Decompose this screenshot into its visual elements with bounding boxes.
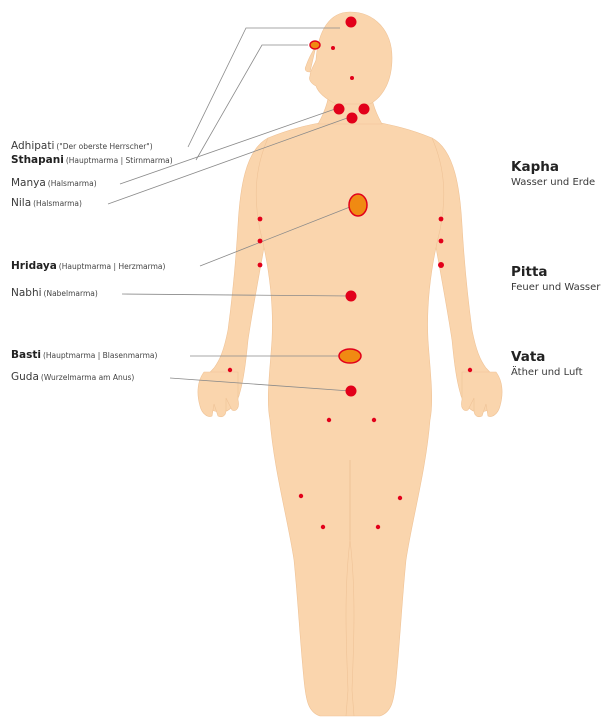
- minor-point: [439, 217, 444, 222]
- dosha-subtitle: Wasser und Erde: [511, 176, 595, 190]
- label-name: Hridaya: [11, 260, 57, 272]
- point-sthapani: [310, 41, 320, 49]
- minor-point: [398, 496, 402, 500]
- minor-point: [376, 525, 380, 529]
- point-nabhi: [346, 291, 357, 302]
- label-hridaya: Hridaya(Hauptmarma | Herzmarma): [11, 260, 165, 273]
- label-name: Basti: [11, 349, 41, 361]
- label-desc: (Wurzelmarma am Anus): [41, 373, 134, 382]
- label-sthapani: Sthapani(Hauptmarma | Stirnmarma): [11, 154, 173, 167]
- point-adhipati: [346, 17, 357, 28]
- minor-point: [468, 368, 472, 372]
- point-nila: [347, 113, 358, 124]
- label-adhipati: Adhipati("Der oberste Herrscher"): [11, 140, 153, 153]
- label-nila: Nila(Halsmarma): [11, 197, 82, 210]
- label-name: Adhipati: [11, 140, 54, 152]
- label-manya: Manya(Halsmarma): [11, 177, 97, 190]
- minor-point: [258, 239, 263, 244]
- right-hand: [461, 372, 502, 417]
- minor-point: [299, 494, 303, 498]
- label-name: Nabhi: [11, 287, 42, 299]
- minor-point: [258, 263, 263, 268]
- dosha-vata: Vata Äther und Luft: [511, 349, 583, 380]
- point-manya-left: [334, 104, 345, 115]
- dosha-subtitle: Äther und Luft: [511, 366, 583, 380]
- minor-point: [372, 418, 376, 422]
- dosha-subtitle: Feuer und Wasser: [511, 281, 600, 295]
- minor-point: [321, 525, 325, 529]
- label-desc: (Nabelmarma): [44, 289, 98, 298]
- minor-point: [438, 262, 444, 268]
- label-basti: Basti(Hauptmarma | Blasenmarma): [11, 349, 157, 362]
- label-desc: (Hauptmarma | Blasenmarma): [43, 351, 157, 360]
- label-desc: (Halsmarma): [33, 199, 82, 208]
- point-guda: [346, 386, 357, 397]
- minor-point: [258, 217, 263, 222]
- dosha-kapha: Kapha Wasser und Erde: [511, 159, 595, 190]
- label-desc: (Hauptmarma | Stirnmarma): [66, 156, 173, 165]
- label-name: Nila: [11, 197, 31, 209]
- point-manya-right: [359, 104, 370, 115]
- minor-point: [327, 418, 331, 422]
- left-hand: [198, 372, 239, 417]
- label-name: Guda: [11, 371, 39, 383]
- point-basti: [339, 349, 361, 363]
- dosha-pitta: Pitta Feuer und Wasser: [511, 264, 600, 295]
- dosha-title: Pitta: [511, 264, 600, 281]
- dosha-title: Kapha: [511, 159, 595, 176]
- label-guda: Guda(Wurzelmarma am Anus): [11, 371, 134, 384]
- label-desc: ("Der oberste Herrscher"): [56, 142, 152, 151]
- minor-point: [439, 239, 444, 244]
- minor-point: [331, 46, 335, 50]
- label-name: Manya: [11, 177, 46, 189]
- point-hridaya: [349, 194, 367, 216]
- minor-point: [350, 76, 354, 80]
- label-name: Sthapani: [11, 154, 64, 166]
- dosha-title: Vata: [511, 349, 583, 366]
- label-nabhi: Nabhi(Nabelmarma): [11, 287, 98, 300]
- label-desc: (Halsmarma): [48, 179, 97, 188]
- minor-point: [228, 368, 232, 372]
- label-desc: (Hauptmarma | Herzmarma): [59, 262, 166, 271]
